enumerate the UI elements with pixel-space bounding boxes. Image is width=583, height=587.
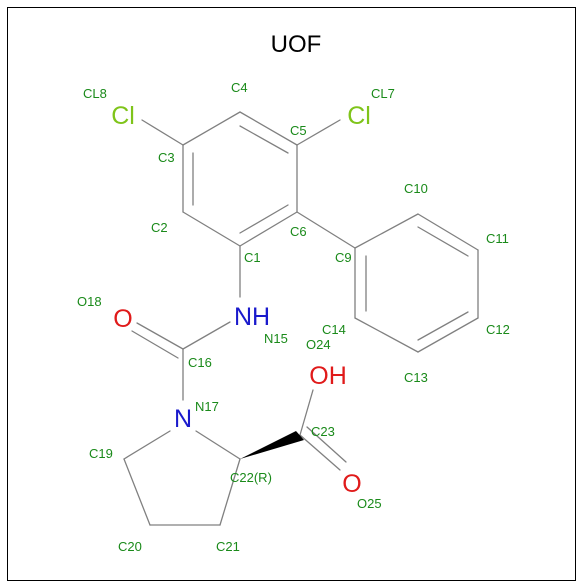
bonds — [123, 111, 479, 526]
bond-c5-cl7 — [296, 119, 341, 146]
diagram-frame — [7, 7, 576, 581]
atom-label-c20: C20 — [118, 539, 142, 554]
atom-label-c1: C1 — [244, 250, 261, 265]
o-carbonyl-symbol: O — [113, 305, 132, 333]
atom-label-c16: C16 — [188, 355, 212, 370]
bond-c4-c5 — [239, 111, 298, 146]
bond-c6-c1-inner — [239, 204, 289, 234]
bond-c3-cl8 — [141, 119, 184, 146]
bond-c9-c10 — [354, 213, 419, 249]
cl-right-symbol: Cl — [347, 102, 371, 130]
atom-label-c2: C2 — [151, 220, 168, 235]
atom-label-c3: C3 — [158, 150, 175, 165]
bond-c16-o18-a — [136, 322, 184, 350]
atom-label-c4: C4 — [231, 80, 248, 95]
atom-label-c11: C11 — [486, 231, 509, 246]
nh-symbol: NH — [234, 303, 270, 331]
bond-c4-c5-inner — [239, 125, 289, 154]
bond-c23-o25-a — [299, 434, 341, 471]
bond-n15-c16 — [182, 321, 231, 350]
bond-c16-o18-b — [131, 330, 179, 359]
atom-label-c19: C19 — [89, 446, 113, 461]
bond-c10-c11-inner — [417, 226, 469, 257]
bond-c3-c4 — [182, 111, 241, 146]
bond-c12-c13-inner — [417, 311, 469, 341]
atom-label-c9: C9 — [335, 250, 352, 265]
atom-label-c23: C23 — [311, 424, 335, 439]
wedge-bond-c22-c23 — [240, 431, 304, 459]
atom-label-c21: C21 — [216, 539, 240, 554]
atom-label-c5: C5 — [290, 123, 307, 138]
atom-label-cl8: CL8 — [83, 86, 107, 101]
oh-symbol: OH — [309, 362, 347, 390]
bond-c23-o25-b — [306, 426, 347, 463]
atom-label-o24: O24 — [306, 337, 331, 352]
bond-c6-c9 — [296, 211, 356, 249]
atom-label-c22: C22(R) — [230, 470, 272, 485]
cl-left-symbol: Cl — [111, 102, 135, 130]
atom-label-cl7: CL7 — [371, 86, 395, 101]
atom-label-c12: C12 — [486, 322, 510, 337]
diagram-title: UOF — [271, 31, 322, 58]
atom-label-o25: O25 — [357, 496, 382, 511]
bond-c10-c11 — [417, 213, 479, 251]
atom-label-n17: N17 — [195, 399, 219, 414]
bond-c21-c22 — [219, 458, 241, 526]
bond-c1-c2 — [182, 211, 241, 247]
atom-label-o18: O18 — [77, 294, 102, 309]
bond-c13-c14 — [354, 317, 419, 353]
atom-label-n15: N15 — [264, 331, 288, 346]
atom-label-c10: C10 — [404, 181, 428, 196]
atom-label-c13: C13 — [404, 370, 428, 385]
atom-label-c6: C6 — [290, 224, 307, 239]
bond-c6-c1 — [239, 211, 298, 247]
bond-c22-n17 — [195, 430, 241, 460]
o-acid-symbol: O — [342, 470, 361, 498]
bond-c23-o24 — [299, 389, 314, 436]
bond-c12-c13 — [417, 317, 479, 353]
bond-n17-c19 — [123, 430, 171, 460]
n-ring-symbol: N — [174, 405, 192, 433]
bond-c19-c20 — [123, 458, 151, 526]
atom-label-c14: C14 — [322, 322, 346, 337]
